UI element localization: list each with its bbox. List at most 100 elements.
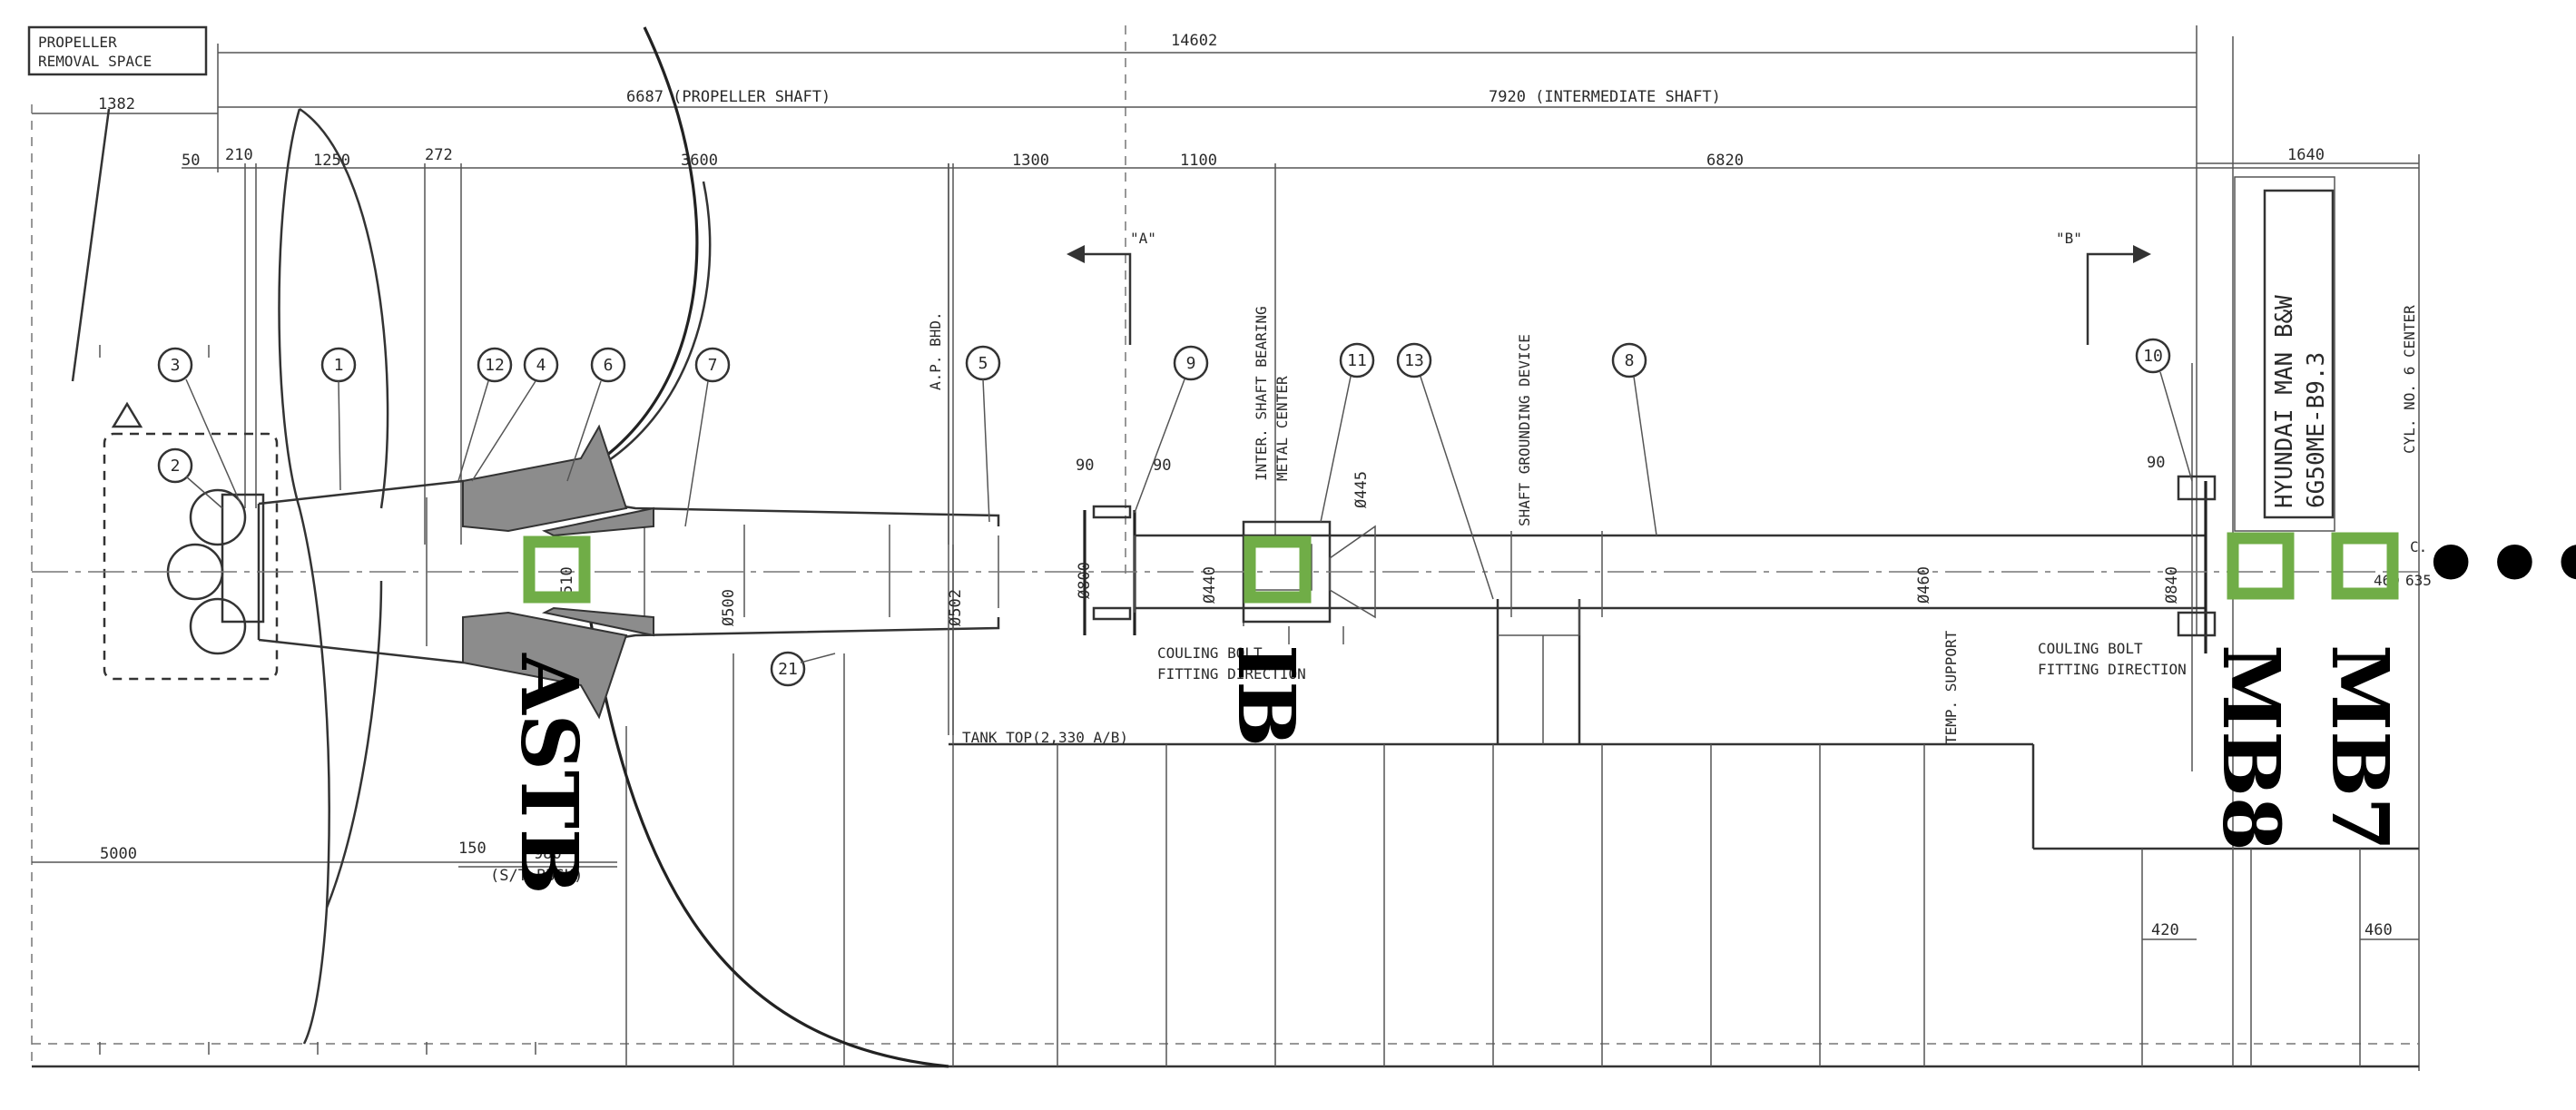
- svg-text:5: 5: [978, 354, 988, 373]
- svg-text:6G50ME-B9.3: 6G50ME-B9.3: [2303, 352, 2330, 508]
- svg-text:1640: 1640: [2287, 146, 2325, 164]
- svg-text:Ø440: Ø440: [1201, 566, 1219, 604]
- svg-text:210: 210: [225, 146, 253, 164]
- svg-text:REMOVAL SPACE: REMOVAL SPACE: [38, 53, 152, 70]
- svg-text:90: 90: [2147, 454, 2165, 472]
- svg-text:CYL. NO. 6 CENTER: CYL. NO. 6 CENTER: [2401, 305, 2418, 454]
- svg-text:420: 420: [2151, 921, 2179, 939]
- svg-text:Ø500: Ø500: [720, 589, 738, 626]
- balloon: 5: [965, 345, 1001, 523]
- frame-ticks: [99, 345, 536, 1055]
- svg-text:7: 7: [708, 356, 718, 375]
- svg-text:11: 11: [1347, 351, 1367, 370]
- svg-text:HYUNDAI MAN B&W: HYUNDAI MAN B&W: [2271, 295, 2298, 508]
- svg-text:510: 510: [558, 566, 576, 594]
- svg-text:1250: 1250: [313, 152, 350, 170]
- balloon: 6: [566, 347, 626, 482]
- svg-text:Ø800: Ø800: [1076, 562, 1094, 599]
- engine-nameplate: HYUNDAI MAN B&W 6G50ME-B9.3: [2232, 36, 2335, 1066]
- balloon: 21: [770, 651, 836, 687]
- svg-text:272: 272: [425, 146, 453, 164]
- svg-text:460: 460: [2365, 921, 2393, 939]
- drawing-labels: A.P. BHD. INTER. SHAFT BEARING METAL CEN…: [558, 305, 2432, 746]
- svg-text:4: 4: [536, 356, 546, 375]
- svg-text:SHAFT GROUNDING DEVICE: SHAFT GROUNDING DEVICE: [1516, 334, 1533, 526]
- balloon: 12: [457, 347, 513, 482]
- section-arrows: "A" "B": [1067, 230, 2151, 345]
- balloon: 3: [157, 347, 241, 505]
- svg-text:8: 8: [1625, 351, 1635, 370]
- svg-text:7920 (INTERMEDIATE SHAFT): 7920 (INTERMEDIATE SHAFT): [1489, 88, 1721, 106]
- svg-text:6: 6: [604, 356, 614, 375]
- svg-text:13: 13: [1404, 351, 1424, 370]
- svg-text:6687 (PROPELLER SHAFT): 6687 (PROPELLER SHAFT): [626, 88, 831, 106]
- balloon: 8: [1611, 342, 1657, 536]
- propeller-shaft: [257, 163, 1000, 735]
- svg-text:1300: 1300: [1012, 152, 1049, 170]
- svg-text:3: 3: [171, 356, 181, 375]
- svg-text:9: 9: [1186, 354, 1196, 373]
- mb8-label: MB8: [2205, 644, 2296, 851]
- ib-label: IB: [1220, 644, 1312, 747]
- svg-text:2: 2: [171, 457, 181, 476]
- svg-text:INTER. SHAFT BEARING: INTER. SHAFT BEARING: [1253, 306, 1270, 481]
- svg-text:1: 1: [334, 356, 344, 375]
- balloon: 10: [2135, 338, 2193, 482]
- svg-text:Ø840: Ø840: [2163, 566, 2181, 604]
- svg-text:21: 21: [778, 660, 798, 679]
- svg-text:A.P. BHD.: A.P. BHD.: [927, 311, 944, 390]
- svg-text:TEMP. SUPPORT: TEMP. SUPPORT: [1942, 630, 1960, 744]
- propeller-hub: [103, 401, 279, 681]
- balloon: 2: [157, 447, 223, 509]
- svg-text:90: 90: [1076, 457, 1094, 475]
- svg-text:(S/T BUSH): (S/T BUSH): [490, 867, 583, 885]
- svg-text:"B": "B": [2056, 230, 2082, 247]
- svg-text:980: 980: [534, 845, 562, 863]
- dimension-lines: [31, 25, 2420, 1071]
- svg-text:COULING BOLT: COULING BOLT: [1157, 644, 1263, 662]
- astb-marker: [523, 535, 591, 604]
- bearing-labels: ASTB IB MB8 MB7: [503, 644, 2405, 895]
- balloon: 1: [320, 347, 357, 491]
- item-balloons: 3 1 12 4 6 7 5: [157, 338, 2193, 687]
- svg-text:90: 90: [1153, 457, 1171, 475]
- svg-text:Ø445: Ø445: [1352, 471, 1371, 508]
- bearing-markers: [523, 532, 2399, 604]
- svg-text:635: 635: [2405, 572, 2432, 589]
- svg-text:PROPELLER: PROPELLER: [38, 34, 117, 51]
- svg-text:10: 10: [2143, 347, 2163, 366]
- mb7-marker: [2331, 532, 2399, 600]
- balloon: 7: [684, 347, 731, 527]
- svg-text:FITTING DIRECTION: FITTING DIRECTION: [2038, 661, 2187, 678]
- svg-text:COULING BOLT: COULING BOLT: [2038, 640, 2143, 657]
- balloon: 4: [471, 347, 559, 482]
- balloon: 11: [1320, 342, 1375, 523]
- svg-text:5000: 5000: [100, 845, 137, 863]
- mb7-label: MB7: [2314, 644, 2405, 851]
- dimension-values: 14602 6687 (PROPELLER SHAFT) 7920 (INTER…: [98, 32, 2393, 939]
- svg-text:1100: 1100: [1180, 152, 1217, 170]
- balloon: 13: [1396, 342, 1494, 600]
- svg-text:6820: 6820: [1706, 152, 1744, 170]
- mb8-marker: [2227, 532, 2295, 600]
- svg-text:"A": "A": [1130, 230, 1156, 247]
- svg-text:Ø502: Ø502: [947, 589, 965, 626]
- svg-text:150: 150: [458, 840, 487, 858]
- svg-text:1382: 1382: [98, 95, 135, 113]
- svg-text:12: 12: [485, 356, 505, 375]
- propeller-removal-note: PROPELLER REMOVAL SPACE: [27, 25, 208, 76]
- continuation-ellipsis: •••: [2419, 506, 2576, 623]
- svg-text:TANK TOP(2,330 A/B): TANK TOP(2,330 A/B): [962, 729, 1128, 746]
- svg-text:C.: C.: [2410, 538, 2427, 555]
- svg-text:METAL CENTER: METAL CENTER: [1273, 376, 1291, 481]
- svg-text:Ø460: Ø460: [1915, 566, 1933, 604]
- svg-text:FITTING DIRECTION: FITTING DIRECTION: [1157, 665, 1306, 683]
- svg-text:50: 50: [182, 152, 200, 170]
- intermediate-shaft: [1083, 363, 2217, 771]
- svg-text:14602: 14602: [1171, 32, 1217, 50]
- ib-marker: [1244, 535, 1312, 604]
- balloon: 9: [1134, 345, 1209, 514]
- astb-label: ASTB: [503, 653, 595, 895]
- hull-outline: [71, 26, 954, 1068]
